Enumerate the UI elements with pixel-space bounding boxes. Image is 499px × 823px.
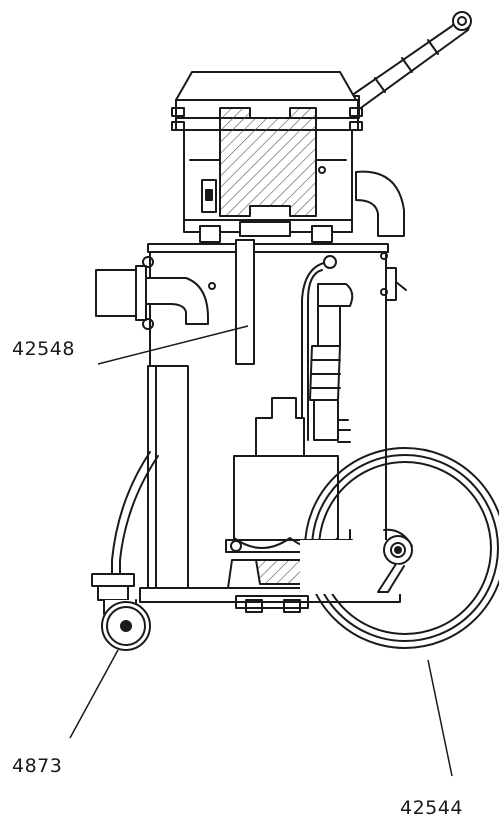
handle — [344, 11, 472, 119]
callout-42548: 42548 — [12, 338, 75, 360]
frame-tube — [111, 451, 159, 575]
callout-4873: 4873 — [12, 755, 63, 777]
front-caster — [91, 573, 151, 651]
inner-tube — [235, 239, 255, 365]
motor-head — [171, 71, 405, 243]
inlet-elbow — [95, 256, 216, 330]
callout-42544: 42544 — [400, 797, 463, 819]
rear-wheel — [300, 447, 499, 649]
internal-hose — [301, 255, 354, 441]
leader-42544 — [427, 659, 453, 777]
leader-42548 — [97, 325, 249, 365]
leader-4873 — [69, 649, 119, 739]
